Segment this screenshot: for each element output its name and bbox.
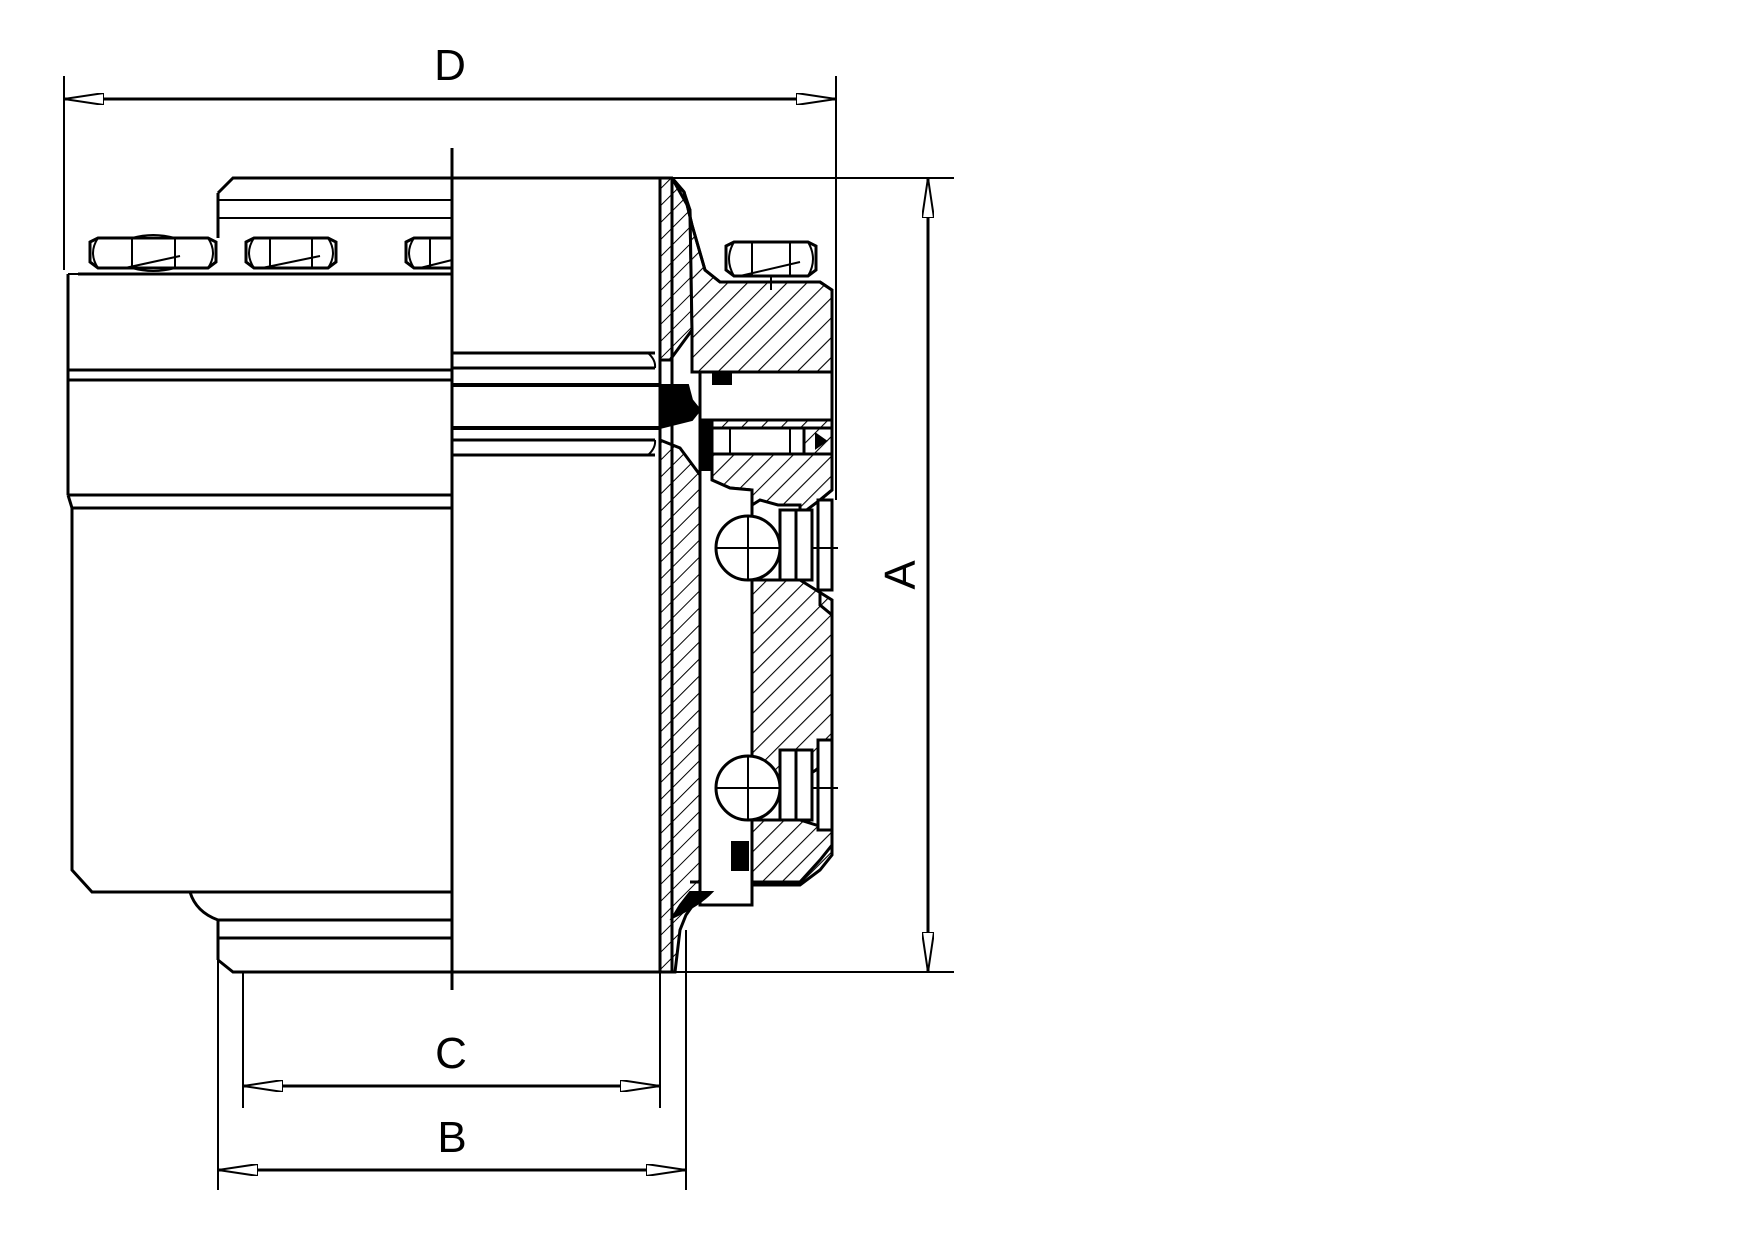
center-section — [450, 148, 660, 990]
dimension-label-d: D — [434, 41, 466, 90]
hex-nut — [404, 236, 454, 270]
dimension-label-c: C — [435, 1029, 467, 1078]
hex-nut — [88, 234, 218, 272]
dimension-label-a: A — [876, 560, 925, 590]
hex-nut — [724, 240, 818, 290]
dimension-A: A — [672, 177, 954, 973]
housing-exterior — [66, 176, 452, 974]
dimension-C: C — [242, 972, 661, 1108]
dimension-D: D — [63, 41, 837, 500]
dimension-B: B — [217, 930, 687, 1190]
cross-section-right — [658, 176, 838, 974]
nut-row-left — [88, 234, 454, 272]
dimension-label-b: B — [437, 1113, 466, 1162]
bearing-lower — [714, 738, 838, 832]
hex-nut — [244, 236, 338, 270]
bearing-upper — [714, 498, 838, 592]
